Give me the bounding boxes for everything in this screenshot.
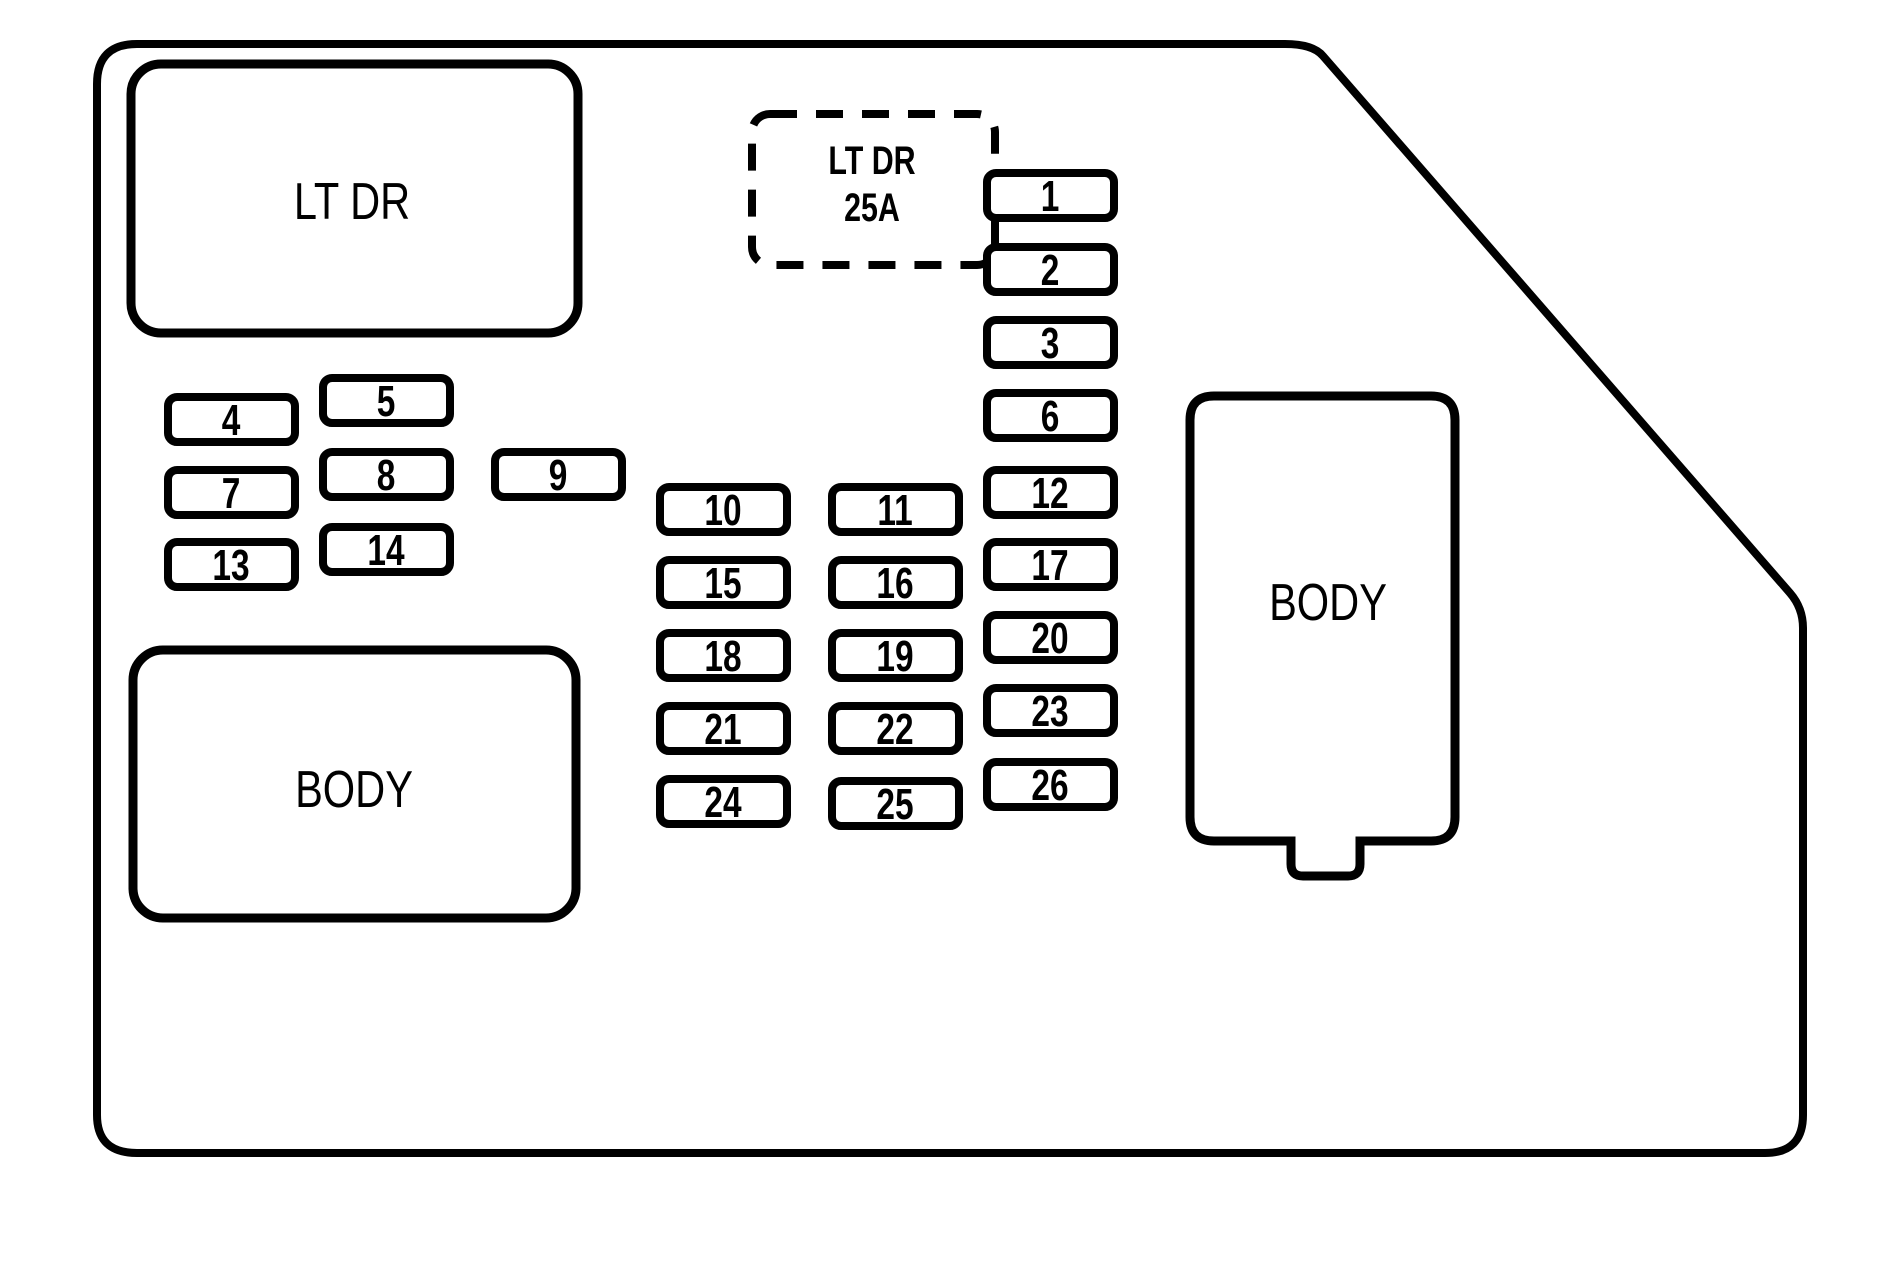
relay-box-lt-dr	[126, 59, 583, 338]
fuse-slot-2-label: 2	[1041, 247, 1060, 295]
fuse-slot-1: 1	[983, 169, 1118, 222]
fuse-slot-25-body	[828, 777, 963, 830]
fuse-slot-19-label: 19	[876, 633, 913, 681]
fuse-slot-17-label: 17	[1031, 542, 1068, 590]
fuse-slot-20-label: 20	[1031, 615, 1068, 663]
fuse-slot-10-body	[656, 483, 791, 536]
fuse-slot-11-label: 11	[877, 487, 912, 535]
fuse-slot-20: 20	[983, 611, 1118, 664]
fuse-slot-23-body	[983, 684, 1118, 737]
fuse-slot-15-body	[656, 556, 791, 609]
fuse-slot-18-label: 18	[704, 633, 741, 681]
fuse-slot-14: 14	[319, 523, 454, 576]
fuse-slot-14-label: 14	[367, 527, 404, 575]
fuse-slot-25-label: 25	[876, 781, 913, 829]
dashed-fuse-lt-dr-25a-label-line1: LT DR	[828, 138, 915, 183]
fuse-slot-7-body	[164, 466, 299, 519]
fuse-slot-18-body	[656, 629, 791, 682]
fuse-slot-12-label: 12	[1031, 470, 1068, 518]
fuse-slot-22-label: 22	[876, 706, 913, 754]
fuse-slot-4-body	[164, 393, 299, 446]
fuse-slot-12: 12	[983, 466, 1118, 519]
fuse-slot-3: 3	[983, 316, 1118, 369]
fuse-slot-18: 18	[656, 629, 791, 682]
fuse-slot-16-body	[828, 556, 963, 609]
relay-box-body-right	[1185, 391, 1460, 881]
fuse-slot-26-label: 26	[1031, 762, 1068, 810]
fuse-slot-26: 26	[983, 758, 1118, 811]
fuse-slot-3-body	[983, 316, 1118, 369]
fuse-slot-6: 6	[983, 389, 1118, 442]
fuse-slot-1-label: 1	[1041, 173, 1060, 221]
fuse-slot-19: 19	[828, 629, 963, 682]
fuse-slot-8-body	[319, 448, 454, 501]
dashed-fuse-lt-dr-25a-label-line2: 25A	[844, 185, 900, 230]
fuse-slot-17-body	[983, 538, 1118, 591]
fuse-slot-15-label: 15	[704, 560, 741, 608]
fuse-slot-20-body	[983, 611, 1118, 664]
fuse-slot-2: 2	[983, 243, 1118, 296]
fuse-slot-9-label: 9	[549, 452, 568, 500]
fuse-slot-11: 11	[828, 483, 963, 536]
fuse-slot-25: 25	[828, 777, 963, 830]
fuse-slot-24: 24	[656, 775, 791, 828]
fuse-slot-7-label: 7	[222, 470, 241, 518]
relay-box-body-right-label: BODY	[1269, 573, 1387, 632]
fuse-slot-2-body	[983, 243, 1118, 296]
relay-box-lt-dr-label: LT DR	[294, 172, 410, 231]
fuse-slot-21: 21	[656, 702, 791, 755]
fuse-slot-21-label: 21	[704, 706, 741, 754]
fuse-slot-26-body	[983, 758, 1118, 811]
fuse-slot-10-label: 10	[704, 487, 741, 535]
fuse-slot-4: 4	[164, 393, 299, 446]
fuse-slot-1-body	[983, 169, 1118, 222]
fuse-slot-15: 15	[656, 556, 791, 609]
fuse-slot-16: 16	[828, 556, 963, 609]
fuse-slot-13-body	[164, 538, 299, 591]
relay-box-body-left-label: BODY	[295, 760, 413, 819]
fuse-slot-6-body	[983, 389, 1118, 442]
fuse-slot-16-label: 16	[876, 560, 913, 608]
fuse-slot-6-label: 6	[1041, 393, 1060, 441]
fuse-slot-10: 10	[656, 483, 791, 536]
fuse-slot-17: 17	[983, 538, 1118, 591]
fuse-slot-14-body	[319, 523, 454, 576]
fuse-slot-3-label: 3	[1041, 320, 1060, 368]
fuse-slot-11-body	[828, 483, 963, 536]
fuse-slot-22-body	[828, 702, 963, 755]
fuse-slot-4-label: 4	[222, 397, 241, 445]
fuse-slot-8: 8	[319, 448, 454, 501]
fuse-slot-21-body	[656, 702, 791, 755]
fuse-slot-22: 22	[828, 702, 963, 755]
fuse-slot-5: 5	[319, 374, 454, 427]
fuse-slot-24-label: 24	[704, 779, 741, 827]
fuse-slot-13-label: 13	[212, 542, 249, 590]
fuse-slot-5-body	[319, 374, 454, 427]
fuse-slot-9-body	[491, 448, 626, 501]
fuse-slot-19-body	[828, 629, 963, 682]
fuse-slot-8-label: 8	[377, 452, 396, 500]
fuse-slot-24-body	[656, 775, 791, 828]
fuse-slot-23: 23	[983, 684, 1118, 737]
fuse-slot-5-label: 5	[377, 378, 396, 426]
fuse-slot-12-body	[983, 466, 1118, 519]
fuse-slot-9: 9	[491, 448, 626, 501]
fuse-slot-13: 13	[164, 538, 299, 591]
fuse-slot-23-label: 23	[1031, 688, 1068, 736]
relay-box-body-left	[128, 645, 581, 923]
fuse-slot-7: 7	[164, 466, 299, 519]
